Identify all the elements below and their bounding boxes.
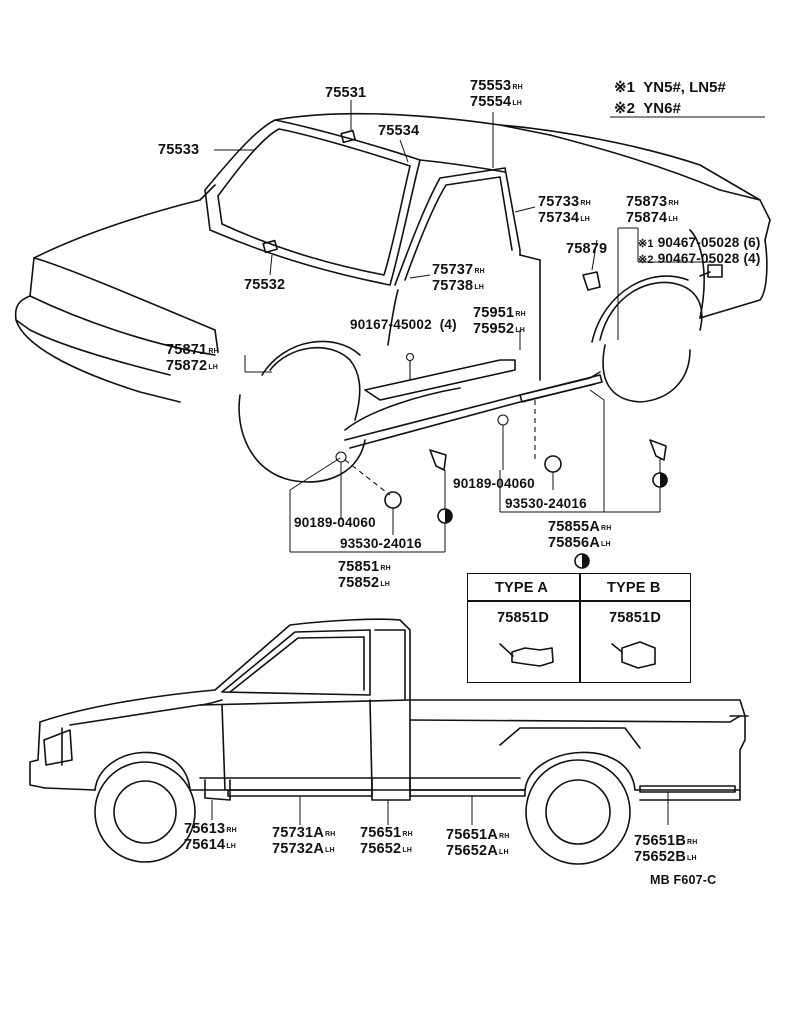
upper-truck-body bbox=[14, 112, 771, 483]
type-table-column-divider bbox=[579, 573, 581, 683]
label-75855A: 75855ARH bbox=[548, 519, 612, 535]
label-75652A: 75652ALH bbox=[446, 843, 509, 859]
legend-text-2: YN6# bbox=[643, 100, 681, 117]
label-75553: 75553RH bbox=[470, 78, 523, 94]
label-75856A: 75856ALH bbox=[548, 535, 611, 551]
label-75532: 75532 bbox=[244, 277, 286, 293]
type-a-part: 75851D bbox=[497, 610, 549, 626]
upper-small-parts bbox=[262, 129, 723, 471]
label-75951: 75951RH bbox=[473, 305, 526, 321]
label-75651B: 75651BRH bbox=[634, 833, 698, 849]
label-75733: 75733RH bbox=[538, 194, 591, 210]
label-90467-a: ※1 90467-05028 (6) bbox=[638, 235, 761, 250]
label-90467-b: ※2 90467-05028 (4) bbox=[638, 251, 761, 266]
upper-leaders bbox=[214, 100, 712, 553]
type-b-title: TYPE B bbox=[607, 580, 661, 596]
lower-truck-body bbox=[29, 618, 749, 865]
label-75737: 75737RH bbox=[432, 262, 485, 278]
label-75872: 75872LH bbox=[166, 358, 219, 374]
label-75652B: 75652BLH bbox=[634, 849, 697, 865]
label-75732A: 75732ALH bbox=[272, 841, 335, 857]
label-90167-45002: 90167-45002 (4) bbox=[350, 317, 457, 332]
label-75614: 75614LH bbox=[184, 837, 237, 853]
type-b-part: 75851D bbox=[609, 610, 661, 626]
label-75852: 75852LH bbox=[338, 575, 391, 591]
label-75533: 75533 bbox=[158, 142, 200, 158]
label-75554: 75554LH bbox=[470, 94, 523, 110]
half-circle-icons bbox=[437, 472, 668, 569]
label-75734: 75734LH bbox=[538, 210, 591, 226]
label-75871: 75871RH bbox=[166, 342, 219, 358]
type-box-drawing bbox=[499, 641, 656, 669]
label-93530-24016-right: 93530-24016 bbox=[505, 496, 587, 511]
label-75738: 75738LH bbox=[432, 278, 485, 294]
legend-mark-2: ※2 bbox=[614, 100, 635, 117]
label-75651: 75651RH bbox=[360, 825, 413, 841]
label-75613: 75613RH bbox=[184, 821, 237, 837]
label-75851: 75851RH bbox=[338, 559, 391, 575]
label-75652: 75652LH bbox=[360, 841, 413, 857]
label-93530-24016-left: 93530-24016 bbox=[340, 536, 422, 551]
label-75531: 75531 bbox=[325, 85, 367, 101]
legend-mark-1: ※1 bbox=[614, 79, 635, 96]
legend-row-1: ※1 YN5#, LN5# bbox=[614, 78, 726, 96]
label-90189-04060-left: 90189-04060 bbox=[294, 515, 376, 530]
figure-code: MB F607-C bbox=[650, 873, 717, 887]
label-75879: 75879 bbox=[566, 241, 608, 257]
legend-text-1: YN5#, LN5# bbox=[643, 79, 726, 96]
label-75731A: 75731ARH bbox=[272, 825, 336, 841]
label-75874: 75874LH bbox=[626, 210, 679, 226]
legend-row-2: ※2 YN6# bbox=[614, 99, 681, 117]
type-a-title: TYPE A bbox=[495, 580, 549, 596]
label-75534: 75534 bbox=[378, 123, 420, 139]
label-75651A: 75651ARH bbox=[446, 827, 510, 843]
label-75952: 75952LH bbox=[473, 321, 526, 337]
label-75873: 75873RH bbox=[626, 194, 679, 210]
lower-leaders bbox=[211, 792, 669, 825]
label-90189-04060-right: 90189-04060 bbox=[453, 476, 535, 491]
